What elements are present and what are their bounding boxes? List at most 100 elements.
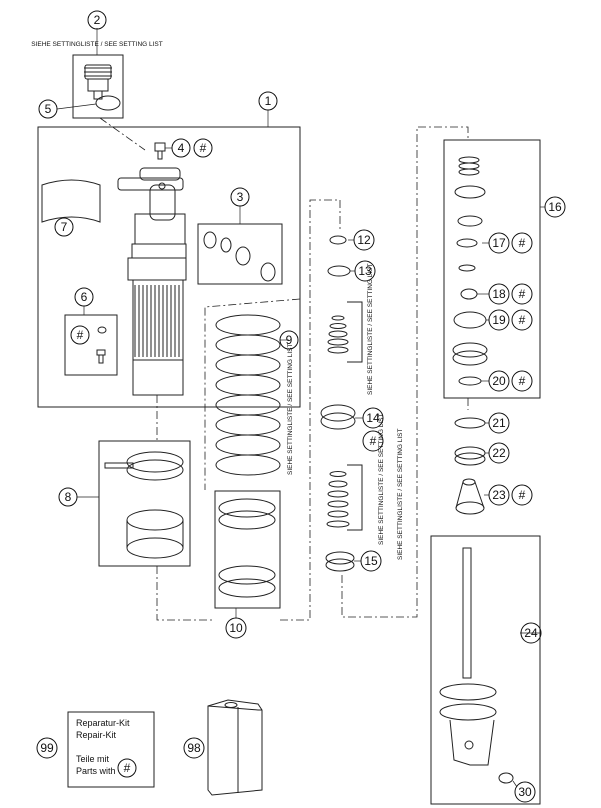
setting-note-14: SIEHE SETTINGLISTE / SEE SETTING LIST xyxy=(378,413,385,545)
svg-text:99: 99 xyxy=(40,741,54,755)
callout-21: 21 xyxy=(488,412,510,434)
callout-19: 19 xyxy=(488,309,510,331)
callout-3: 3 xyxy=(230,187,250,207)
washer-15 xyxy=(325,551,355,572)
callout-4: 4 xyxy=(171,138,191,158)
frame-10-spring-seat xyxy=(214,490,281,609)
oil-can-98 xyxy=(207,699,263,796)
callout-7: 7 xyxy=(54,217,74,237)
kit-box-line2: Repair-Kit xyxy=(76,730,117,740)
callout-15: 15 xyxy=(360,550,382,572)
callout-99: 99 xyxy=(36,737,58,759)
seal-kit-3 xyxy=(203,231,276,282)
vent-6 xyxy=(96,326,107,364)
callout-5: 5 xyxy=(38,99,58,119)
hash-marker-17: # xyxy=(511,232,533,254)
hash-marker-23: # xyxy=(511,484,533,506)
callout-12: 12 xyxy=(353,229,375,251)
callout-14: 14 xyxy=(362,407,384,429)
svg-text:15: 15 xyxy=(364,554,378,568)
ring-21 xyxy=(454,417,486,429)
callout-1: 1 xyxy=(258,91,278,111)
svg-text:1: 1 xyxy=(265,94,272,108)
shock-body-part xyxy=(117,167,187,396)
sleeve-7 xyxy=(41,179,101,223)
svg-text:13: 13 xyxy=(358,264,372,278)
svg-text:24: 24 xyxy=(524,626,538,640)
hash-marker-4: # xyxy=(193,138,213,158)
frame-99-kit-box xyxy=(67,711,155,788)
bracket-14 xyxy=(347,464,363,531)
svg-text:2: 2 xyxy=(94,13,101,27)
adjuster-part xyxy=(84,64,112,100)
svg-text:98: 98 xyxy=(187,741,201,755)
shim-stack-14 xyxy=(326,471,350,528)
o-ring-5 xyxy=(95,95,121,111)
assembly-line-10 xyxy=(280,199,341,621)
setting-note-spring: SIEHE SETTINGLISTE / SEE SETTING LIST xyxy=(287,343,294,475)
svg-text:20: 20 xyxy=(492,374,506,388)
callout-16: 16 xyxy=(544,196,566,218)
svg-text:#: # xyxy=(519,374,526,388)
callout-2: 2 xyxy=(87,10,107,30)
setting-note-12: SIEHE SETTINGLISTE / SEE SETTING LIST xyxy=(367,263,374,395)
shim-stack-12 xyxy=(327,315,349,354)
kit-box-line4: Parts with xyxy=(76,766,116,776)
bushing-30 xyxy=(498,772,514,784)
kit-box-line1: Reparatur-Kit xyxy=(76,718,130,728)
svg-text:6: 6 xyxy=(81,290,88,304)
bolt-4 xyxy=(154,142,166,160)
hash-marker-19: # xyxy=(511,309,533,331)
svg-text:19: 19 xyxy=(492,313,506,327)
svg-text:16: 16 xyxy=(548,200,562,214)
hash-marker-18: # xyxy=(511,283,533,305)
setting-note-top: SIEHE SETTINGLISTE / SEE SETTING LIST xyxy=(31,41,163,48)
svg-text:12: 12 xyxy=(357,233,371,247)
callout-6: 6 xyxy=(74,287,94,307)
svg-text:#: # xyxy=(519,488,526,502)
svg-text:10: 10 xyxy=(229,621,243,635)
callout-13: 13 xyxy=(354,260,376,282)
callout-8: 8 xyxy=(58,487,78,507)
svg-text:22: 22 xyxy=(492,446,506,460)
svg-text:18: 18 xyxy=(492,287,506,301)
assembly-line-15 xyxy=(341,126,469,618)
piston-14 xyxy=(320,404,356,430)
svg-text:5: 5 xyxy=(45,102,52,116)
svg-text:#: # xyxy=(370,434,377,448)
callout-98: 98 xyxy=(183,737,205,759)
washer-13 xyxy=(327,265,351,277)
setting-note-15: SIEHE SETTINGLISTE / SEE SETTING LIST xyxy=(397,428,404,560)
svg-text:#: # xyxy=(519,236,526,250)
svg-text:8: 8 xyxy=(65,490,72,504)
frame-2-adjuster xyxy=(72,54,124,119)
kit-box-hash-marker: # xyxy=(117,758,137,778)
callout-9: 9 xyxy=(279,330,299,350)
seal-22 xyxy=(454,446,486,466)
piston-rod-24 xyxy=(439,547,497,766)
callout-17: 17 xyxy=(488,232,510,254)
frame-3-seal-kit xyxy=(197,223,283,285)
svg-text:#: # xyxy=(77,328,84,342)
svg-text:#: # xyxy=(124,761,131,775)
bumper-23 xyxy=(455,478,485,515)
callout-24: 24 xyxy=(520,622,542,644)
svg-text:4: 4 xyxy=(178,141,185,155)
hash-marker-14: # xyxy=(362,430,384,452)
adjust-ring-8 xyxy=(104,451,184,559)
svg-text:#: # xyxy=(519,313,526,327)
callout-20: 20 xyxy=(488,370,510,392)
assembly-line-ring xyxy=(156,566,215,621)
piston-kit-16-parts xyxy=(452,156,488,386)
svg-text:30: 30 xyxy=(518,785,532,799)
frame-16-piston-kit xyxy=(443,139,541,399)
callout-30: 30 xyxy=(514,781,536,803)
callout-23: 23 xyxy=(488,484,510,506)
hash-marker-20: # xyxy=(511,370,533,392)
svg-text:3: 3 xyxy=(237,190,244,204)
nut-12 xyxy=(329,235,347,245)
svg-text:14: 14 xyxy=(366,411,380,425)
svg-text:#: # xyxy=(200,141,207,155)
hash-marker-6: # xyxy=(70,325,90,345)
frame-8-adjust-ring xyxy=(98,440,191,567)
